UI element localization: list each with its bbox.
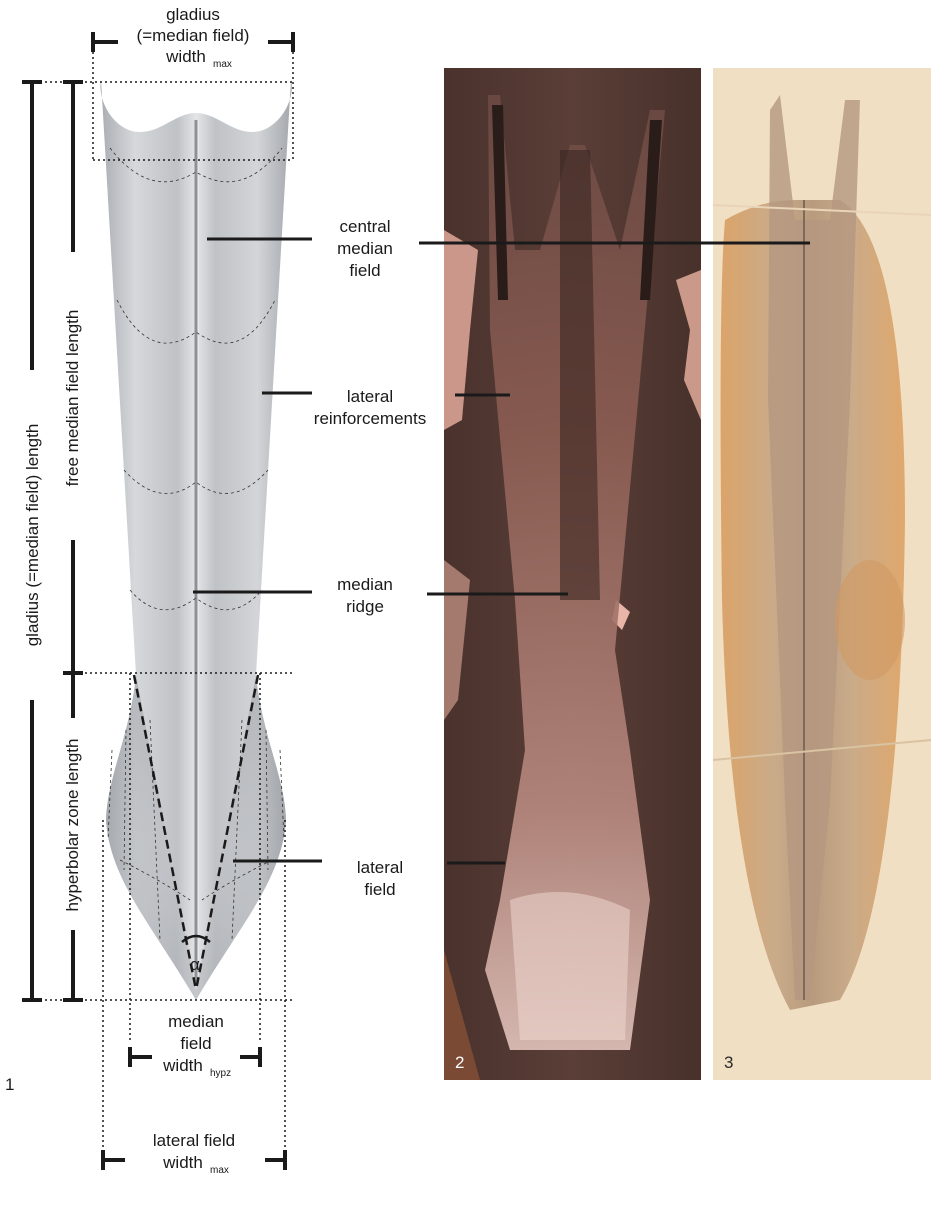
panel-1-number: 1: [5, 1075, 14, 1094]
lateral-field-width-subscript: max: [210, 1165, 229, 1176]
median-field-width-dimension: median field width hypz: [130, 1012, 260, 1079]
lateral-field-width-dimension: lateral field width max: [103, 1131, 285, 1176]
lateral-reinforcements-label-2: reinforcements: [314, 409, 426, 428]
gladius-width-label-2: (=median field): [137, 26, 250, 45]
median-field-width-subscript: hypz: [210, 1068, 231, 1079]
panel-2-photo: 2: [444, 68, 701, 1080]
median-field-width-label-3: width: [162, 1056, 203, 1075]
gladius-width-label-3: width: [165, 47, 206, 66]
median-field-width-label-1: median: [168, 1012, 224, 1031]
alpha-label: α: [190, 955, 200, 974]
lateral-field-width-label-2: width: [162, 1153, 203, 1172]
gladius-length-dimension: gladius (=median field) length: [22, 82, 42, 1000]
lateral-reinforcements-label-1: lateral: [347, 387, 393, 406]
panel-2-number: 2: [455, 1053, 464, 1072]
median-field-width-label-2: field: [180, 1034, 211, 1053]
panel-3-photo: 3: [713, 68, 931, 1080]
free-median-field-length-label: free median field length: [63, 310, 82, 487]
gladius-length-label: gladius (=median field) length: [23, 424, 42, 647]
free-median-field-length-dimension: free median field length: [63, 82, 83, 673]
central-median-field-label-3: field: [349, 261, 380, 280]
median-ridge-label-2: ridge: [346, 597, 384, 616]
hyperbolar-zone-length-label: hyperbolar zone length: [63, 739, 82, 912]
lateral-field-label-1: lateral: [357, 858, 403, 877]
median-ridge-label-1: median: [337, 575, 393, 594]
central-median-field-label-1: central: [339, 217, 390, 236]
hyperbolar-zone-length-dimension: hyperbolar zone length: [63, 673, 83, 1000]
gladius-width-label-1: gladius: [166, 5, 220, 24]
gladius-width-subscript: max: [213, 59, 232, 70]
lateral-field-label-2: field: [364, 880, 395, 899]
gladius-width-dimension: gladius (=median field) width max: [93, 5, 293, 70]
lateral-field-width-label-1: lateral field: [153, 1131, 235, 1150]
central-median-field-label-2: median: [337, 239, 393, 258]
panel-3-number: 3: [724, 1053, 733, 1072]
